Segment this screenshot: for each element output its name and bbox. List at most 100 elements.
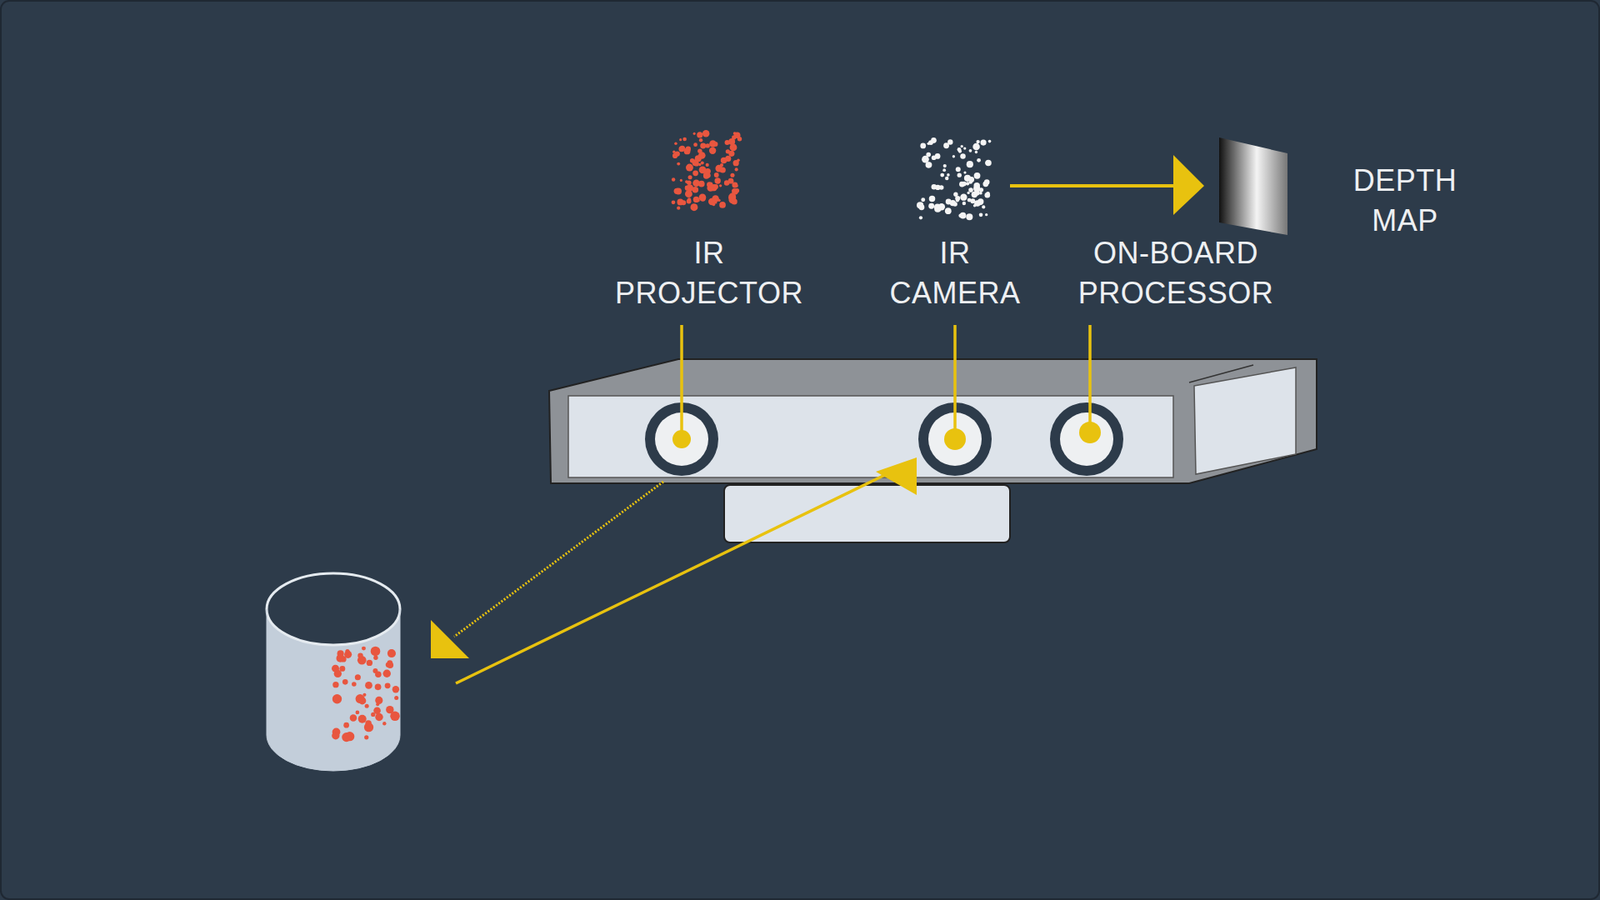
pattern-dot: [735, 167, 739, 171]
pattern-dot: [383, 670, 391, 678]
pattern-dot: [705, 143, 710, 148]
output-label: DEPTH MAP: [1338, 160, 1472, 241]
pattern-dot: [731, 144, 735, 148]
pattern-dot: [981, 205, 985, 209]
depth-map-card: [1219, 137, 1288, 235]
pattern-dot: [979, 213, 984, 218]
pattern-dot: [355, 710, 360, 715]
pattern-dot: [672, 150, 675, 154]
pattern-dot: [952, 155, 955, 158]
pattern-dot: [686, 180, 692, 186]
pattern-dot: [968, 187, 974, 193]
pattern-dot: [961, 181, 967, 187]
pattern-dot: [364, 735, 369, 740]
pattern-dot: [976, 158, 981, 163]
pattern-dot: [676, 162, 680, 166]
side-panel: [1194, 367, 1296, 475]
pattern-dot: [730, 173, 735, 178]
pattern-dot: [361, 646, 366, 651]
pattern-dot: [679, 138, 682, 141]
pattern-dot: [975, 140, 980, 144]
pattern-dot: [358, 715, 367, 724]
pattern-dot: [341, 732, 351, 742]
pattern-dot: [715, 177, 721, 184]
pattern-dot: [355, 674, 361, 680]
part-label: IR PROJECTOR: [609, 233, 810, 314]
sensor-body: [549, 359, 1317, 484]
projected-pattern: [671, 130, 743, 211]
pattern-dot: [675, 188, 682, 195]
pattern-dot: [332, 694, 342, 704]
pattern-dot: [678, 146, 685, 153]
pattern-dot: [358, 696, 366, 705]
pattern-dot: [714, 172, 720, 178]
pattern-dot: [737, 136, 742, 141]
pattern-dot: [705, 163, 710, 167]
pattern-dot: [375, 702, 380, 706]
pattern-dot: [687, 197, 691, 201]
pattern-dot: [382, 721, 386, 725]
pattern-dot: [975, 150, 978, 154]
pattern-dot: [693, 196, 700, 203]
pattern-dot: [966, 191, 970, 195]
leader-line: [1088, 325, 1092, 427]
pattern-dot: [676, 198, 684, 205]
pattern-dot: [942, 168, 946, 172]
pattern-dot: [387, 649, 396, 658]
pattern-dot: [331, 665, 340, 673]
pattern-dot: [958, 213, 963, 218]
arrow-head: [875, 457, 917, 495]
pattern-dot: [719, 184, 722, 187]
pattern-dot: [973, 204, 977, 208]
pattern-dot: [685, 164, 694, 172]
pattern-dot: [351, 681, 357, 687]
pattern-dot: [370, 646, 381, 657]
pattern-dot: [730, 140, 735, 145]
pattern-dot: [985, 160, 991, 166]
pattern-dot: [939, 185, 945, 190]
pattern-dot: [968, 176, 975, 183]
pattern-dot: [920, 143, 926, 150]
pattern-dot: [958, 149, 962, 153]
pattern-dot: [365, 704, 370, 709]
pattern-dot: [699, 194, 707, 202]
pattern-dot: [920, 197, 925, 202]
pattern-dot: [385, 682, 391, 689]
pattern-dot: [928, 140, 934, 145]
pattern-dot: [984, 192, 990, 199]
pattern-dot: [925, 162, 932, 169]
pattern-dot: [702, 130, 710, 137]
pattern-dot: [955, 198, 960, 202]
pattern-dot: [375, 696, 383, 705]
pattern-dot: [343, 722, 350, 729]
pattern-dot: [698, 180, 705, 188]
pattern-dot: [719, 201, 726, 209]
pattern-dot: [733, 131, 737, 135]
pattern-dot: [711, 195, 720, 203]
pattern-dot: [728, 193, 736, 201]
leader-line: [680, 325, 684, 434]
pattern-dot: [966, 160, 974, 168]
pattern-dot: [336, 654, 345, 663]
pattern-dot: [963, 170, 966, 174]
pattern-dot: [711, 202, 715, 206]
pattern-dot: [692, 159, 700, 166]
pattern-dot: [682, 137, 687, 142]
pattern-dot: [979, 187, 984, 192]
pattern-dot: [390, 711, 400, 721]
pattern-dot: [709, 140, 717, 148]
pattern-dot: [386, 661, 394, 669]
pattern-dot: [730, 144, 738, 152]
pattern-dot: [918, 204, 925, 210]
pattern-dot: [963, 146, 966, 150]
pattern-dot: [985, 213, 988, 216]
sensor-stand: [724, 485, 1010, 543]
pattern-dot: [969, 149, 973, 153]
reflected-ray: [455, 470, 894, 684]
pattern-dot: [919, 215, 923, 220]
pattern-dot: [364, 722, 374, 732]
pattern-dot: [373, 706, 381, 715]
pattern-dot: [950, 200, 956, 206]
